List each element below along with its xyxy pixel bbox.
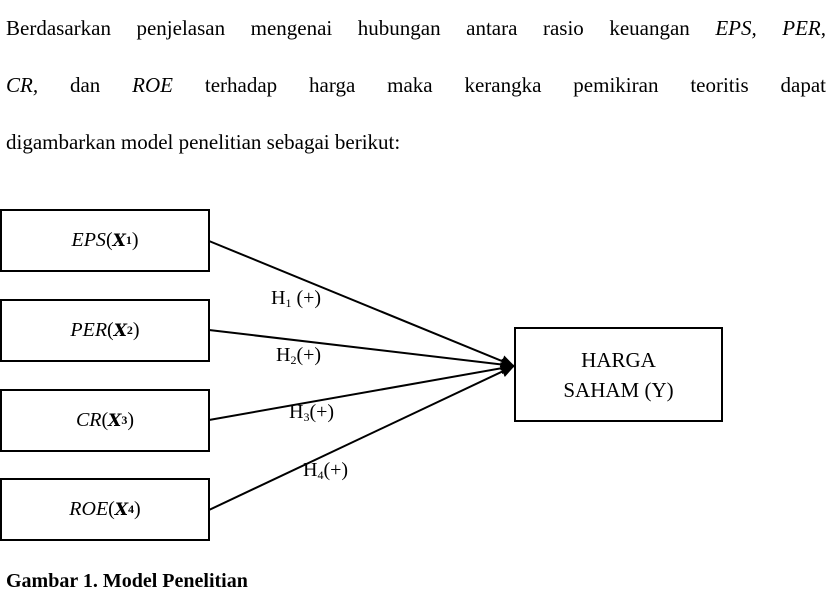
hypothesis-label-h4: H4(+) xyxy=(303,459,348,483)
variable-sep: ( xyxy=(105,229,113,251)
target-label-line-1: HARGA xyxy=(581,347,656,372)
variable-symbol: X xyxy=(112,230,126,251)
paragraph-text: dan xyxy=(38,73,133,97)
hypothesis-letter: H xyxy=(271,287,286,309)
variable-sep: ( xyxy=(108,498,115,520)
intro-paragraph: Berdasarkan penjelasan mengenai hubungan… xyxy=(6,0,826,171)
target-label-line-2: SAHAM (Y) xyxy=(563,377,674,402)
paragraph-text: Berdasarkan penjelasan mengenai hubungan… xyxy=(6,16,716,40)
variable-symbol: X xyxy=(113,320,127,341)
variable-symbol: X xyxy=(114,499,129,520)
hypothesis-letter: H xyxy=(289,401,304,423)
variable-name: ROE xyxy=(69,498,109,520)
hypothesis-sign: (+) xyxy=(296,344,322,366)
variable-subscript: 4 xyxy=(128,502,135,516)
arrow-h4 xyxy=(208,365,515,511)
variable-subscript: 2 xyxy=(126,323,133,337)
variable-close: ) xyxy=(127,409,135,431)
variable-close: ) xyxy=(131,229,139,251)
variable-symbol: X xyxy=(108,410,122,431)
arrow-h3 xyxy=(208,362,515,421)
paragraph-italic-text: EPS, PER, xyxy=(715,16,826,40)
hypothesis-label-h1: H1 (+) xyxy=(271,287,321,311)
hypothesis-letter: H xyxy=(276,344,291,366)
hypothesis-label-h3: H3(+) xyxy=(289,401,334,425)
paragraph-line-2: CR, dan ROE terhadap harga maka kerangka… xyxy=(6,57,826,114)
variable-name: EPS xyxy=(71,229,106,251)
variable-sep: ( xyxy=(107,319,114,341)
variable-subscript: 3 xyxy=(121,413,128,427)
paragraph-text: terhadap harga maka kerangka pemikiran t… xyxy=(172,73,826,97)
variable-name: PER xyxy=(70,319,108,341)
variable-name: CR xyxy=(75,409,102,431)
figure-caption: Gambar 1. Model Penelitian xyxy=(6,570,248,592)
variable-close: ) xyxy=(134,498,141,520)
hypothesis-sign: (+) xyxy=(309,401,335,423)
arrow-h1 xyxy=(208,240,515,367)
paragraph-line-1: Berdasarkan penjelasan mengenai hubungan… xyxy=(6,0,826,57)
hypothesis-subscript: 1 xyxy=(285,296,292,310)
hypothesis-subscript: 3 xyxy=(303,410,310,424)
paragraph-line-3: digambarkan model penelitian sebagai ber… xyxy=(6,130,401,154)
hypothesis-label-h2: H2(+) xyxy=(276,344,321,368)
paragraph-italic-text: ROE xyxy=(132,73,173,97)
hypothesis-letter: H xyxy=(303,459,318,481)
variable-close: ) xyxy=(132,319,140,341)
hypothesis-subscript: 4 xyxy=(317,468,324,482)
variable-sep: ( xyxy=(101,409,109,431)
hypothesis-sign: (+) xyxy=(291,287,322,309)
target-box-harga-saham: HARGA SAHAM (Y) xyxy=(514,327,723,422)
paragraph-italic-text: CR, xyxy=(6,73,39,97)
arrow-h2 xyxy=(208,329,515,371)
hypothesis-subscript: 2 xyxy=(290,353,297,367)
variable-subscript: 1 xyxy=(125,233,132,247)
hypothesis-sign: (+) xyxy=(323,459,349,481)
